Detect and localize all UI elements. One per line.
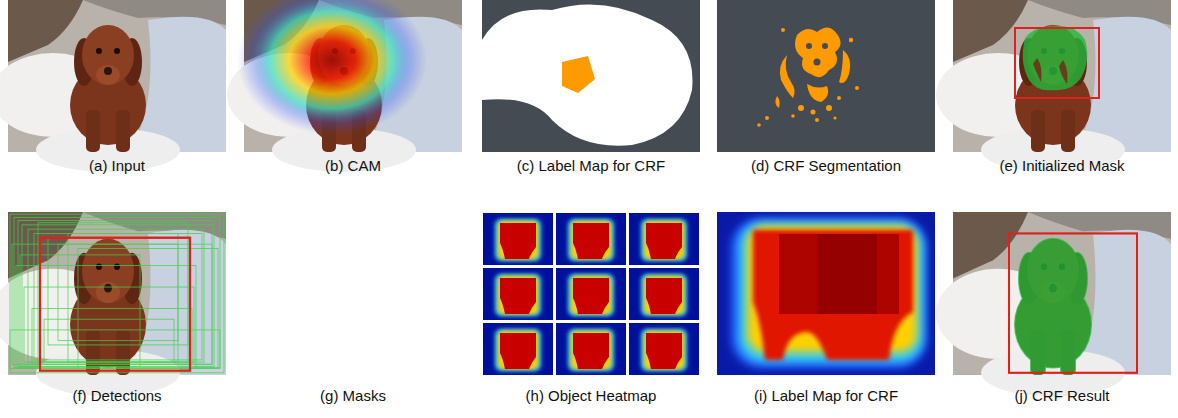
background — [717, 0, 935, 152]
panel-caption: (d) CRF Segmentation — [751, 157, 901, 175]
label-map — [482, 0, 700, 152]
bounding-box — [1015, 28, 1099, 98]
input-photo — [0, 0, 226, 172]
background — [482, 0, 700, 152]
panel-caption: (c) Label Map for CRF — [517, 157, 665, 175]
crf-result — [936, 212, 1171, 396]
bounding-box — [1009, 233, 1137, 372]
detections-panel — [0, 212, 226, 396]
panel-caption: (b) CAM — [325, 157, 381, 175]
mask-overlay — [1014, 238, 1092, 375]
panel-caption: (j) CRF Result — [1014, 387, 1109, 405]
initialized-mask — [936, 0, 1171, 172]
photo — [0, 0, 226, 172]
segment-blobs — [757, 27, 859, 126]
object-heatmap — [717, 212, 935, 375]
panel-caption: (a) Input — [89, 157, 145, 175]
photo — [936, 212, 1171, 396]
cam-panel — [227, 0, 462, 172]
foreground-region — [562, 56, 595, 93]
selected-box — [40, 238, 190, 371]
panel-caption: (f) Detections — [72, 387, 161, 405]
panel-caption: (e) Initialized Mask — [999, 157, 1124, 175]
photo — [936, 0, 1171, 172]
panel-caption: (h) Object Heatmap — [526, 387, 657, 405]
photo — [0, 212, 226, 396]
panel-caption: (g) Masks — [320, 387, 386, 405]
detection-boxes — [10, 214, 224, 373]
uncertain-region — [482, 4, 693, 145]
mask-overlay — [1023, 26, 1088, 91]
crf-segmentation — [717, 0, 935, 152]
panel-caption: (i) Label Map for CRF — [754, 387, 898, 405]
cam-heat — [237, 0, 427, 135]
mask-grid — [482, 212, 700, 375]
